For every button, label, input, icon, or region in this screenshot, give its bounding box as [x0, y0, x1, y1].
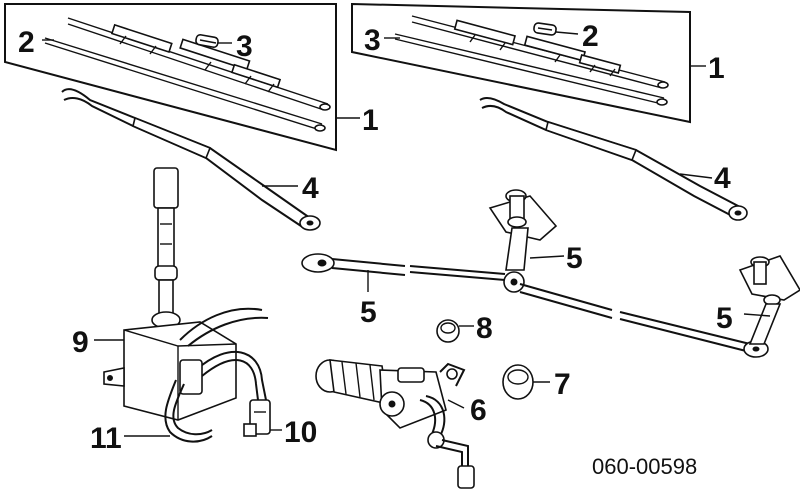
callout-hose: 11: [90, 422, 122, 455]
washer-hose: [164, 379, 213, 443]
wiper-motor: [315, 359, 475, 489]
washer-reservoir: [103, 167, 269, 421]
left-blade-insert: [195, 33, 219, 49]
callout-right-box-assembly: 1: [708, 52, 725, 85]
callout-left-box-insert: 3: [236, 30, 253, 63]
right-wiper-arm: [479, 96, 748, 221]
motor-grommet: [502, 364, 534, 400]
callout-right-box-blade: 2: [582, 20, 599, 53]
right-pivot: [738, 255, 800, 345]
callout-right-box-insert: 3: [364, 24, 381, 57]
callout-motor-grommet: 7: [554, 368, 571, 401]
callout-left-box-assembly: 1: [362, 104, 379, 137]
right-blade-insert: [533, 22, 557, 36]
callout-left-arm: 4: [302, 172, 319, 205]
right-wiper-blade: [394, 15, 669, 106]
diagram-code: 060-00598: [592, 454, 697, 479]
callout-linkage-rod: 5: [360, 296, 377, 329]
callout-reservoir: 9: [72, 326, 89, 359]
linkage-rod-right: [519, 283, 769, 358]
left-wiper-blade: [44, 17, 331, 132]
callout-center-pivot: 5: [566, 242, 583, 275]
callout-left-box-blade: 2: [18, 26, 35, 59]
left-blade-assembly-box: [4, 3, 337, 152]
linkage-rod-left: [301, 253, 506, 281]
left-wiper-arm: [61, 88, 321, 231]
callout-right-pivot: 5: [716, 302, 733, 335]
leader-lines: [42, 31, 771, 437]
callout-pump: 10: [284, 416, 317, 449]
callout-right-arm: 4: [714, 162, 731, 195]
right-blade-assembly-box: [351, 2, 691, 124]
callout-grommet: 8: [476, 312, 493, 345]
washer-pump: [243, 399, 271, 437]
callout-motor: 6: [470, 394, 487, 427]
grommet-small: [436, 319, 460, 343]
center-pivot: [488, 189, 558, 293]
